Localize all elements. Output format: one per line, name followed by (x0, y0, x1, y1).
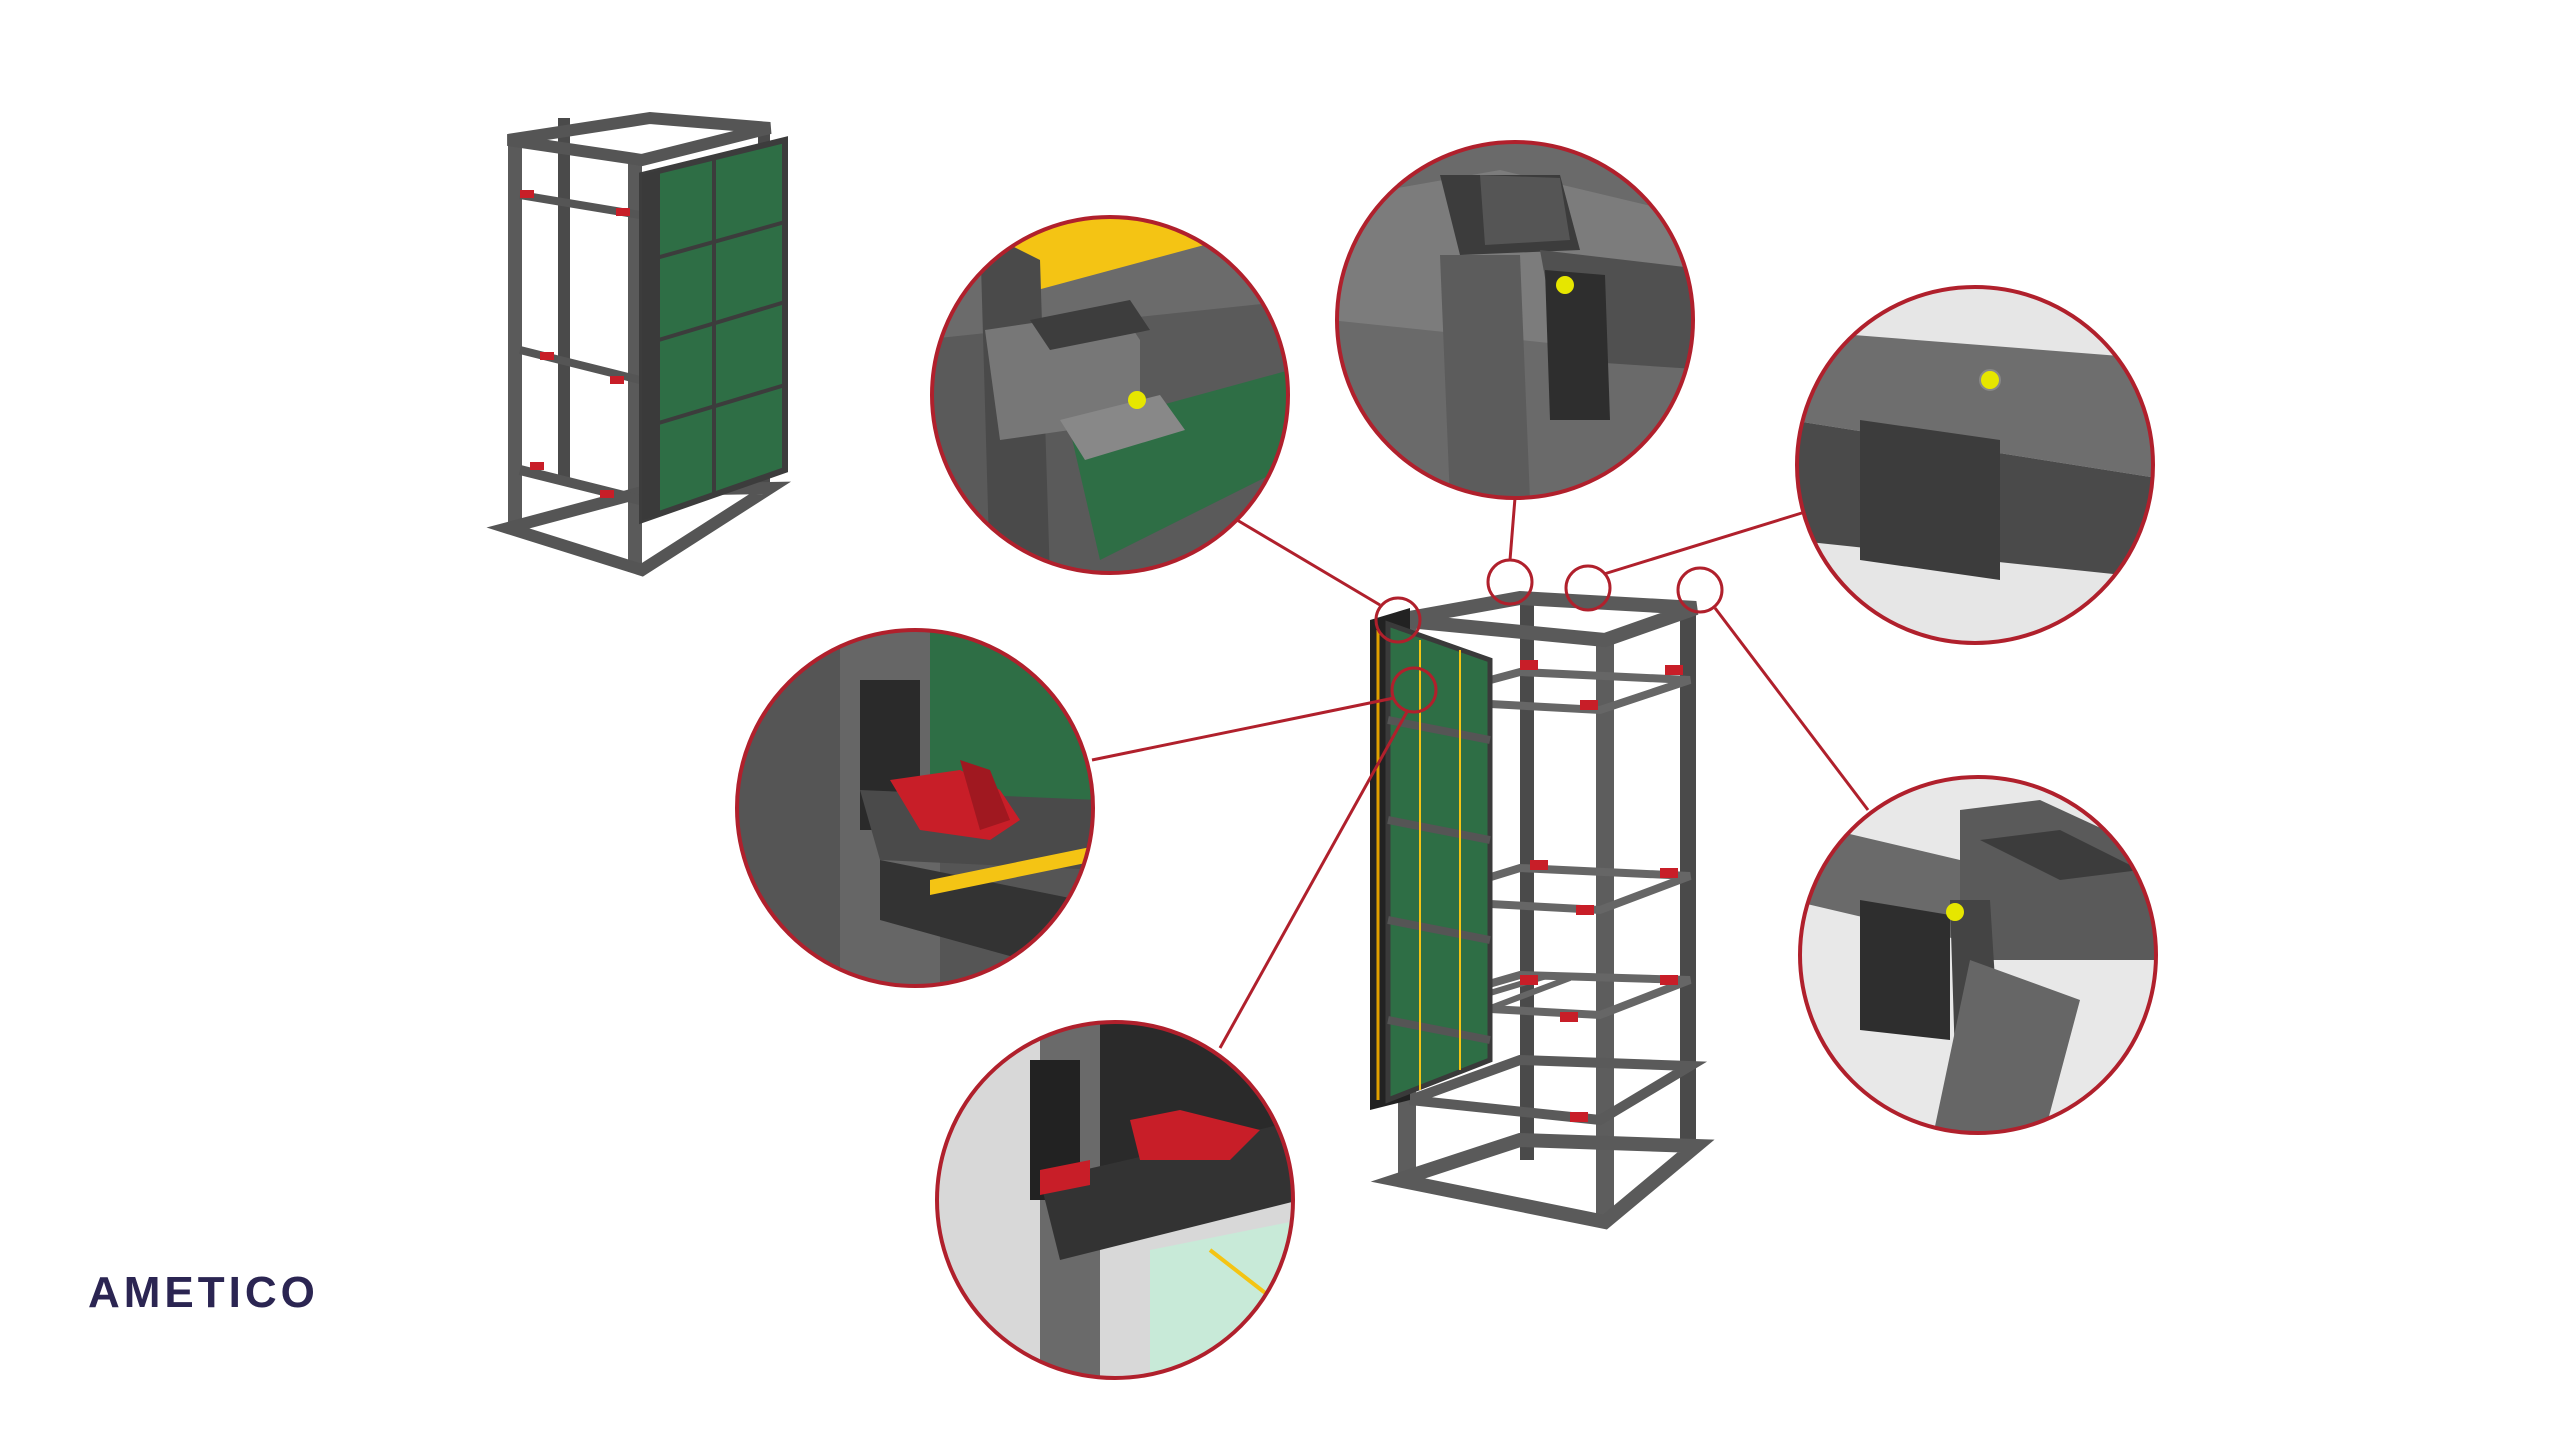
locator-latch (1390, 666, 1438, 714)
callout-panel-latch-upper (735, 628, 1095, 988)
overview-rack (486, 111, 792, 577)
locator-top-beam (1564, 564, 1612, 612)
locator-circles (1374, 558, 1724, 714)
callout-top-right-corner-hinge (1798, 775, 2158, 1135)
callout-top-left-corner-hinge (930, 215, 1290, 575)
callout-top-center-corner-post (1335, 140, 1695, 500)
callout-top-beam-bolt (1795, 285, 2155, 645)
leader-lines (1091, 497, 1870, 1049)
callout-panel-latch-lower (935, 1020, 1295, 1380)
locator-top-left (1374, 596, 1422, 644)
brand-logo-text: AMETICO (88, 1268, 319, 1317)
locator-top-right (1676, 566, 1724, 614)
main-rack (1370, 590, 1715, 1230)
